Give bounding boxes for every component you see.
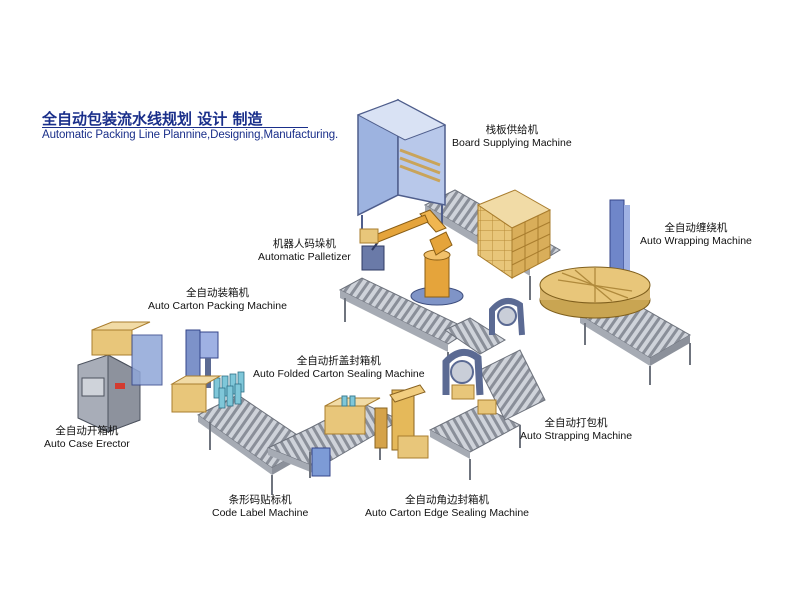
folded-carton-sealing-machine [324,395,381,435]
label-edge-sealing-en: Auto Carton Edge Sealing Machine [365,507,530,519]
diagram-title-chinese: 全自动包装流水线规划 设计 制造 [42,110,263,128]
label-board-supplying-en: Board Supplying Machine [452,137,572,149]
label-auto-wrapping-cn: 全自动缠绕机 [664,222,728,234]
label-auto-carton-packing-machine: 全自动装箱机 Auto Carton Packing Machine [148,287,287,313]
label-code-label-en: Code Label Machine [212,507,309,519]
conveyor-palletizer-line [338,277,506,355]
label-auto-wrapping-en: Auto Wrapping Machine [640,235,752,247]
label-carton-packing-en: Auto Carton Packing Machine [148,300,287,312]
label-folded-sealing-en: Auto Folded Carton Sealing Machine [253,368,425,380]
label-automatic-palletizer: 机器人码垛机 Automatic Palletizer [258,238,351,264]
diagram-title-english: Automatic Packing Line Plannine,Designin… [42,129,339,141]
label-edge-sealing-cn: 全自动角边封箱机 [405,494,490,506]
title-underline [42,127,308,128]
label-palletizer-cn: 机器人码垛机 [272,238,336,250]
label-strapping-en: Auto Strapping Machine [520,430,633,442]
strapping-machine-upper [489,298,525,336]
board-supplying-machine [356,98,447,232]
label-strapping-cn: 全自动打包机 [544,417,608,429]
robot-palletizer [359,209,464,306]
label-auto-folded-carton-sealing-machine: 全自动折盖封箱机 Auto Folded Carton Sealing Mach… [253,355,425,381]
label-auto-wrapping-machine: 全自动缠绕机 Auto Wrapping Machine [640,222,752,248]
case-erector-machine [77,321,163,433]
label-auto-case-erector: 全自动开箱机 Auto Case Erector [44,425,130,451]
auto-wrapping-machine [539,199,651,319]
label-carton-packing-cn: 全自动装箱机 [185,287,249,299]
label-auto-strapping-machine: 全自动打包机 Auto Strapping Machine [520,417,632,443]
stacked-carton-pallet [476,189,552,279]
label-palletizer-en: Automatic Palletizer [258,251,351,263]
label-case-erector-cn: 全自动开箱机 [55,425,119,437]
edge-sealing-machine [311,384,429,477]
label-code-label-cn: 条形码贴标机 [228,494,292,506]
label-folded-sealing-cn: 全自动折盖封箱机 [296,355,381,367]
label-case-erector-en: Auto Case Erector [44,438,130,450]
carton-packing-machine [170,329,245,413]
label-auto-carton-edge-sealing-machine: 全自动角边封箱机 Auto Carton Edge Sealing Machin… [365,494,529,520]
label-code-label-machine: 条形码贴标机 Code Label Machine [212,494,308,520]
label-board-supplying-machine: 栈板供给机 Board Supplying Machine [452,124,572,150]
strapping-machine-lower [442,348,497,415]
label-board-supplying-cn: 栈板供给机 [485,124,539,136]
